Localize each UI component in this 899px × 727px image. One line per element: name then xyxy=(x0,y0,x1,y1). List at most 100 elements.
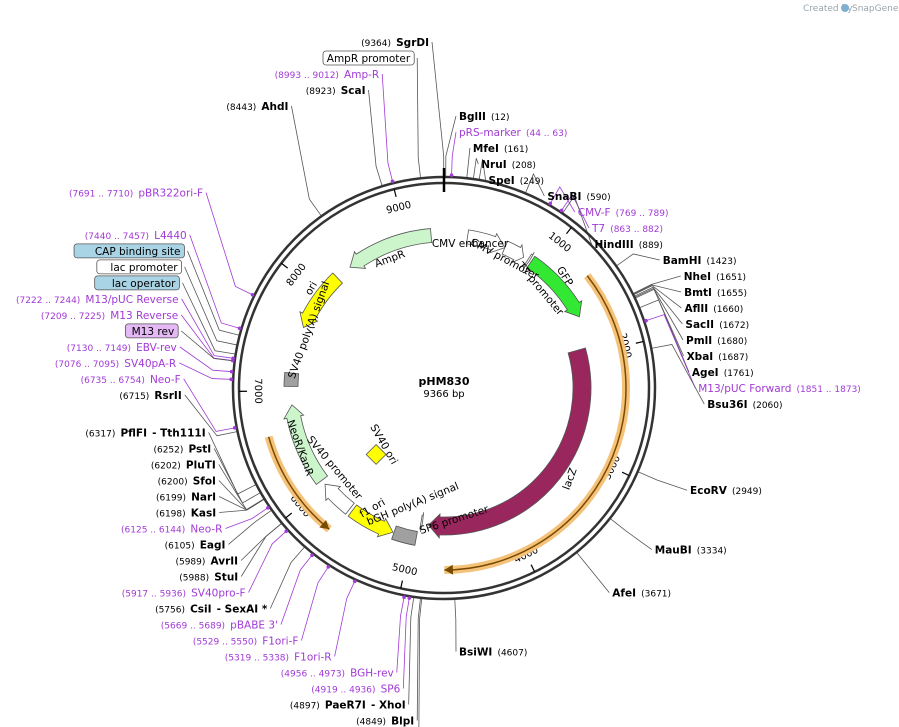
enzyme-position: (3671) xyxy=(641,590,671,600)
boxed-feature-ampr-promoter[interactable]: AmpR promoter xyxy=(322,50,415,66)
primer-site-neo-f[interactable]: (6735 .. 6754) Neo-F xyxy=(81,368,181,387)
primer-site-l4440[interactable]: (7440 .. 7457) L4440 xyxy=(85,224,187,243)
enzyme-site-nhei[interactable]: NheI (1651) xyxy=(684,265,746,284)
boxed-feature-lac-promoter[interactable]: lac promoter xyxy=(96,259,183,275)
orf-arrowhead xyxy=(444,564,454,575)
primer-site-m13-puc-forward[interactable]: M13/pUC Forward (1851 .. 1873) xyxy=(698,377,861,396)
feature-t7-promoter[interactable] xyxy=(522,252,535,270)
primer-site-f1ori-f[interactable]: (5529 .. 5550) F1ori-F xyxy=(193,629,299,648)
enzyme-site-rsrii[interactable]: (6715) RsrII xyxy=(119,384,181,403)
snapgene-logo[interactable]: SnapGene xyxy=(841,4,899,14)
enzyme-site-pmli[interactable]: PmlI (1680) xyxy=(686,329,747,348)
primer-site-sv40pro-f[interactable]: (5917 .. 5936) SV40pro-F xyxy=(122,581,246,600)
enzyme-site-nrui[interactable]: NruI (208) xyxy=(481,153,536,172)
primer-site-ebv-rev[interactable]: (7130 .. 7149) EBV-rev xyxy=(67,336,177,355)
primer-site-amp-r[interactable]: (8993 .. 9012) Amp-R xyxy=(275,63,380,82)
primer-position: (8993 .. 9012) xyxy=(275,71,339,81)
enzyme-site-paer7i[interactable]: (4897) PaeR7I - XhoI xyxy=(290,693,406,712)
primer-site-bgh-rev[interactable]: (4956 .. 4973) BGH-rev xyxy=(281,661,394,680)
enzyme-site-scai[interactable]: (8923) ScaI xyxy=(306,79,366,98)
enzyme-site-stui[interactable]: (5988) StuI xyxy=(179,565,238,584)
label-leader-line xyxy=(633,286,683,325)
enzyme-name: MauBI xyxy=(655,545,692,557)
enzyme-name: RsrII xyxy=(154,390,181,402)
enzyme-site-mfei[interactable]: MfeI (161) xyxy=(473,137,528,156)
feature-cmv-promoter[interactable] xyxy=(501,240,524,264)
svg-text:(6125 .. 6144) Neo-R: (6125 .. 6144) Neo-R xyxy=(121,517,222,536)
enzyme-site-bamhi[interactable]: BamHI (1423) xyxy=(663,249,737,268)
enzyme-site-bsiwi[interactable]: BsiWI (4607) xyxy=(459,641,527,660)
enzyme-site-blpi[interactable]: (4849) BlpI xyxy=(356,709,414,727)
enzyme-site-spei[interactable]: SpeI (249) xyxy=(489,169,544,188)
enzyme-site-xbai[interactable]: XbaI (1687) xyxy=(687,345,749,364)
boxed-feature-m13-rev[interactable]: M13 rev xyxy=(124,323,179,339)
primer-site-pbabe-3[interactable]: (5669 .. 5689) pBABE 3' xyxy=(161,613,278,632)
primer-site-pbr322ori-f[interactable]: (7691 .. 7710) pBR322ori-F xyxy=(69,182,203,201)
feature-ori[interactable] xyxy=(299,272,344,329)
enzyme-site-kasi[interactable]: (6198) KasI xyxy=(156,501,216,520)
primer-marker xyxy=(310,553,314,557)
feature-bgh-poly-a-signal[interactable] xyxy=(391,525,418,546)
svg-text:SnaBI (590): SnaBI (590) xyxy=(547,185,610,204)
label-leader-line xyxy=(228,509,273,545)
feature-sv40-ori[interactable] xyxy=(365,443,387,465)
primer-site-cmv-f[interactable]: CMV-F (769 .. 789) xyxy=(578,201,669,220)
primer-site-neo-r[interactable]: (6125 .. 6144) Neo-R xyxy=(121,517,222,536)
enzyme-site-bglii[interactable]: BglII (12) xyxy=(459,105,510,124)
boxed-feature-cap-binding-site[interactable]: CAP binding site xyxy=(73,243,185,259)
feature-ampr[interactable] xyxy=(349,228,433,269)
primer-site-f1ori-r[interactable]: (5319 .. 5338) F1ori-R xyxy=(225,645,332,664)
enzyme-site-pflfi[interactable]: (6317) PflFI - Tth111I xyxy=(85,421,205,440)
feature-sv40-promoter[interactable] xyxy=(324,483,355,515)
enzyme-position: (6198) xyxy=(156,509,186,519)
enzyme-site-ecorv[interactable]: EcoRV (2949) xyxy=(690,479,762,498)
enzyme-position: (6202) xyxy=(151,461,181,471)
enzyme-site-csii[interactable]: (5756) CsiI - SexAI * xyxy=(155,597,268,616)
enzyme-site-psti[interactable]: (6252) PstI xyxy=(153,437,211,456)
enzyme-site-bmti[interactable]: BmtI (1655) xyxy=(684,281,747,300)
feature-sv40-poly-a-signal[interactable] xyxy=(283,371,300,387)
primer-site-prs-marker[interactable]: pRS-marker (44 .. 63) xyxy=(459,121,567,140)
enzyme-site-aflii[interactable]: AflII (1660) xyxy=(684,297,743,316)
enzyme-site-avrii[interactable]: (5989) AvrII xyxy=(175,549,238,568)
enzyme-site-bsu36i[interactable]: Bsu36I (2060) xyxy=(707,393,782,412)
enzyme-name: NruI xyxy=(481,159,506,171)
enzyme-site-maubi[interactable]: MauBI (3334) xyxy=(655,539,727,558)
enzyme-site-sfoi[interactable]: (6200) SfoI xyxy=(158,469,216,488)
feature-neor-kanr[interactable] xyxy=(283,404,329,486)
label-leader-line xyxy=(179,346,234,373)
enzyme-site-eagi[interactable]: (6105) EagI xyxy=(165,533,226,552)
feature-cmv-enhancer[interactable] xyxy=(465,229,506,254)
enzyme-site-hindiii[interactable]: HindIII (889) xyxy=(595,233,663,252)
feature-label-ori: ori xyxy=(303,280,320,298)
feature-f1-ori[interactable] xyxy=(347,504,394,538)
primer-site-m13-reverse[interactable]: (7209 .. 7225) M13 Reverse xyxy=(41,304,178,323)
enzyme-site-nari[interactable]: (6199) NarI xyxy=(156,485,216,504)
enzyme-position: (12) xyxy=(491,113,509,123)
primer-site-m13-puc-reverse[interactable]: (7222 .. 7244) M13/pUC Reverse xyxy=(16,288,179,307)
label-leader-line xyxy=(632,275,681,295)
enzyme-site-ahdi[interactable]: (8443) AhdI xyxy=(226,95,288,114)
primer-site-sv40pa-r[interactable]: (7076 .. 7095) SV40pA-R xyxy=(55,352,176,371)
primer-name: pRS-marker xyxy=(459,127,522,139)
enzyme-site-afei[interactable]: AfeI (3671) xyxy=(612,582,671,601)
primer-site-sp6[interactable]: (4919 .. 4936) SP6 xyxy=(311,677,400,696)
label-leader-line xyxy=(609,518,652,550)
enzyme-site-pluti[interactable]: (6202) PluTI xyxy=(151,453,216,472)
enzyme-site-sacii[interactable]: SacII (1672) xyxy=(685,313,749,332)
enzyme-site-sgrdi[interactable]: (9364) SgrDI xyxy=(361,31,429,50)
label-leader-line xyxy=(445,115,457,178)
enzyme-site-snabi[interactable]: SnaBI (590) xyxy=(547,185,610,204)
svg-text:(5988) StuI: (5988) StuI xyxy=(179,565,238,584)
boxed-feature-lac-operator[interactable]: lac operator xyxy=(94,275,180,291)
label-leader-line xyxy=(451,131,457,178)
label-leader-line xyxy=(637,471,688,491)
feature-sp6-promoter[interactable] xyxy=(419,512,425,533)
enzyme-site-agei[interactable]: AgeI (1761) xyxy=(692,361,754,380)
feature-lacz[interactable] xyxy=(428,347,592,539)
primer-position: (6125 .. 6144) xyxy=(121,525,185,535)
primer-name: SV40pro-F xyxy=(191,587,245,599)
feature-gfp[interactable] xyxy=(526,255,583,318)
primer-site-t7[interactable]: T7 (863 .. 882) xyxy=(591,217,663,236)
enzyme-name: EagI xyxy=(200,539,226,551)
